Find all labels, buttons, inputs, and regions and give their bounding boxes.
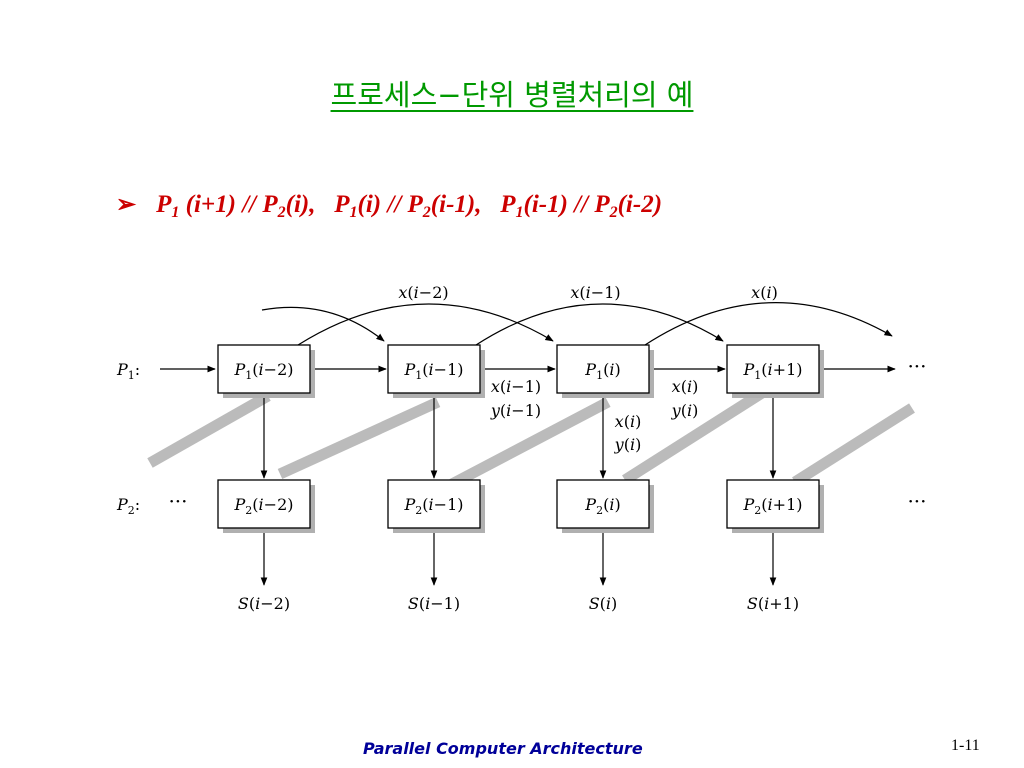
p1-process-box-label: P1(i−2): [234, 360, 294, 382]
arc-label: x(i−1): [570, 283, 620, 302]
row-label-p1: P1:: [116, 360, 140, 382]
separator-stripe: [622, 381, 776, 485]
p1-ellipsis: ···: [907, 354, 926, 378]
bullet-text: P1 (i+1) // P2(i), P1(i) // P2(i-1), P1(…: [156, 191, 663, 221]
output-label: S(i+1): [747, 594, 799, 613]
footer-text: Parallel Computer Architecture: [363, 739, 643, 758]
edge-label-x: x(i): [672, 377, 699, 396]
forward-arc: [475, 303, 724, 346]
bullet-segment: (i-1) // P: [523, 191, 610, 218]
bullet-subscript: 1: [515, 204, 524, 221]
p2-trailing-ellipsis: ···: [907, 489, 926, 513]
row-label-p2: P2:: [116, 495, 140, 517]
bullet-subscript: 2: [609, 204, 618, 221]
p2-process-box-label: P2(i+1): [743, 495, 803, 517]
separator-stripe: [792, 403, 915, 487]
bullet-subscript: 1: [171, 204, 180, 221]
p1-process-box: [217, 344, 311, 394]
p2-process-box: [556, 479, 650, 529]
edge-label-x: x(i−1): [491, 377, 541, 396]
separator-stripe: [449, 397, 611, 489]
bullet-segment: (i), P: [285, 191, 350, 218]
bullet-segment: (i) // P: [357, 191, 423, 218]
arrow-bullet-icon: ➢: [116, 192, 137, 218]
bullet-subscript: 2: [422, 204, 431, 221]
forward-arc: [644, 302, 893, 346]
p2-leading-ellipsis: ···: [168, 489, 187, 513]
separator-stripe: [147, 391, 271, 468]
bullet-segment: (i+1) // P: [179, 191, 278, 218]
output-label: S(i−1): [408, 594, 460, 613]
arc-label: x(i−2): [398, 283, 448, 302]
p1-process-box: [387, 344, 481, 394]
edge-label-y: y(i): [671, 401, 699, 420]
output-label: S(i): [589, 594, 618, 613]
bullet-segment: P: [156, 191, 172, 218]
p2-process-box-label: P2(i): [584, 495, 620, 517]
p2-process-box-label: P2(i−2): [234, 495, 294, 517]
p1-process-box: [726, 344, 820, 394]
p1-process-box-label: P1(i): [584, 360, 620, 382]
p2-process-box: [217, 479, 311, 529]
p2-process-box-label: P2(i−1): [404, 495, 464, 517]
page-number: 1-11: [951, 737, 980, 754]
edge-label-y: y(i−1): [490, 401, 541, 420]
p2-process-box: [387, 479, 481, 529]
edge-label-x: x(i): [615, 412, 642, 431]
bullet-line: ➢P1 (i+1) // P2(i), P1(i) // P2(i-1), P1…: [116, 190, 662, 222]
p2-process-box: [726, 479, 820, 529]
bullet-subscript: 2: [277, 204, 286, 221]
bullet-segment: (i-1), P: [430, 191, 516, 218]
slide-title: 프로세스−단위 병렬처리의 예: [330, 78, 694, 112]
incoming-arc: [261, 306, 385, 342]
edge-label-y: y(i): [614, 435, 642, 454]
output-label: S(i−2): [238, 594, 290, 613]
bullet-subscript: 1: [349, 204, 358, 221]
arc-label: x(i): [751, 283, 778, 302]
forward-arc: [297, 303, 554, 346]
p1-process-box-label: P1(i−1): [404, 360, 464, 382]
p1-process-box-label: P1(i+1): [743, 360, 803, 382]
p1-process-box: [556, 344, 650, 394]
separator-stripe: [277, 396, 441, 480]
bullet-segment: (i-2): [617, 191, 663, 218]
